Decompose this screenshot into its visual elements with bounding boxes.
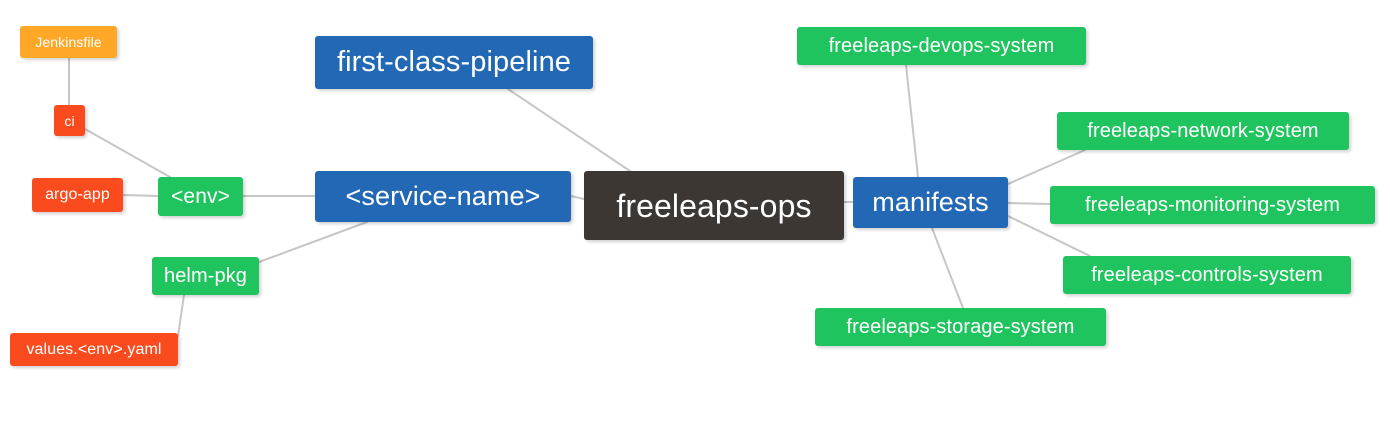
node-label-values-yaml: values.<env>.yaml <box>26 340 162 358</box>
edge-argo-app-env <box>122 194 159 197</box>
node-label-freeleaps-network-system: freeleaps-network-system <box>1087 120 1319 142</box>
edge-service-name-ops <box>570 195 585 200</box>
edge-manifests-monitoring <box>1007 202 1051 205</box>
edge-pipeline-ops <box>507 88 631 172</box>
node-freeleaps-monitoring-system[interactable]: freeleaps-monitoring-system <box>1050 186 1375 224</box>
node-freeleaps-controls-system[interactable]: freeleaps-controls-system <box>1063 256 1351 294</box>
node-label-service-name: <service-name> <box>345 181 541 211</box>
node-helm-pkg[interactable]: helm-pkg <box>152 257 259 295</box>
edge-manifests-devops <box>905 64 919 178</box>
edge-helm-pkg-service-name <box>258 221 368 263</box>
node-env[interactable]: <env> <box>158 177 243 216</box>
node-service-name[interactable]: <service-name> <box>315 171 571 222</box>
node-label-first-class-pipeline: first-class-pipeline <box>336 46 572 78</box>
node-freeleaps-devops-system[interactable]: freeleaps-devops-system <box>797 27 1086 65</box>
node-freeleaps-network-system[interactable]: freeleaps-network-system <box>1057 112 1349 150</box>
node-ci[interactable]: ci <box>54 105 85 136</box>
node-freeleaps-ops[interactable]: freeleaps-ops <box>584 171 844 240</box>
node-label-ci: ci <box>64 112 75 129</box>
node-argo-app[interactable]: argo-app <box>32 178 123 212</box>
node-label-manifests: manifests <box>872 187 989 217</box>
node-freeleaps-storage-system[interactable]: freeleaps-storage-system <box>815 308 1106 346</box>
node-first-class-pipeline[interactable]: first-class-pipeline <box>315 36 593 89</box>
node-label-helm-pkg: helm-pkg <box>163 265 248 287</box>
edge-manifests-storage <box>931 227 964 309</box>
node-values-yaml[interactable]: values.<env>.yaml <box>10 333 178 366</box>
edge-ci-env <box>84 128 171 178</box>
node-label-jenkinsfile: Jenkinsfile <box>35 34 102 50</box>
node-jenkinsfile[interactable]: Jenkinsfile <box>20 26 117 58</box>
node-label-freeleaps-ops: freeleaps-ops <box>616 187 812 224</box>
node-label-freeleaps-storage-system: freeleaps-storage-system <box>846 316 1075 338</box>
node-label-freeleaps-devops-system: freeleaps-devops-system <box>828 35 1055 57</box>
node-manifests[interactable]: manifests <box>853 177 1008 228</box>
node-label-freeleaps-controls-system: freeleaps-controls-system <box>1091 264 1323 286</box>
node-label-argo-app: argo-app <box>45 186 110 203</box>
node-label-freeleaps-monitoring-system: freeleaps-monitoring-system <box>1084 194 1340 216</box>
edge-values-helm-pkg <box>177 294 185 337</box>
edge-manifests-network <box>1007 149 1086 185</box>
node-label-env: <env> <box>171 185 230 208</box>
